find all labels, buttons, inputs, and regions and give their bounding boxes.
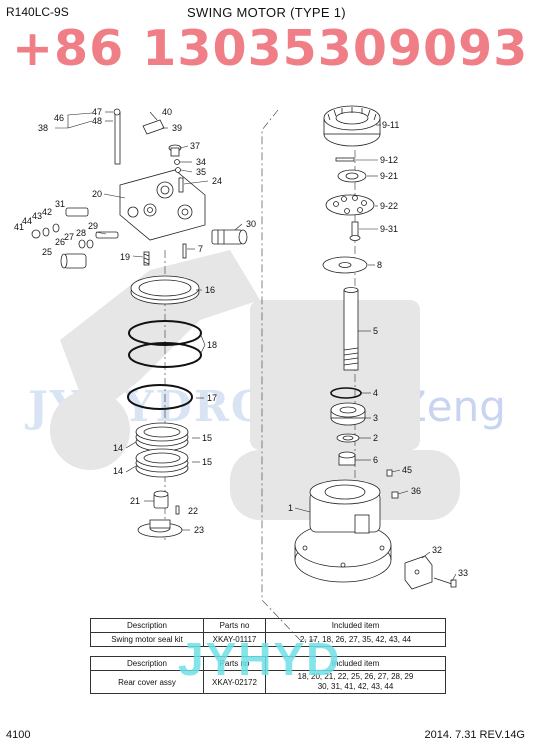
callout: 15	[202, 457, 212, 467]
callout: 29	[88, 221, 98, 231]
callout: 47	[92, 107, 102, 117]
spring-19-pin-7	[143, 243, 187, 266]
callout: 48	[92, 116, 102, 126]
callout: 39	[172, 123, 182, 133]
watermark-phone: +86 13035309093	[12, 20, 529, 77]
callout: 5	[373, 326, 378, 336]
callout: 9-31	[380, 224, 398, 234]
callout-labels: 47 46 48 38 40 39 37 34 35 24 20 31 42 4…	[14, 107, 468, 578]
ball-guide-9-21	[337, 169, 367, 183]
callout: 37	[190, 141, 200, 151]
callout: 6	[373, 455, 378, 465]
callout: 18	[207, 340, 217, 350]
callout: 19	[120, 252, 130, 262]
callout: 2	[373, 433, 378, 443]
callout: 7	[198, 244, 203, 254]
callout: 41	[14, 222, 24, 232]
plate-40	[142, 119, 165, 135]
drive-shaft-5	[343, 287, 359, 371]
cylinder-block-9-11	[323, 105, 381, 147]
callout: 8	[377, 260, 382, 270]
bushing-6	[338, 451, 356, 466]
callout: 20	[92, 189, 102, 199]
callout: 44	[22, 216, 32, 226]
callout: 14	[113, 443, 123, 453]
background-excavator-silhouette	[50, 250, 460, 520]
page-number: 4100	[6, 729, 31, 741]
callout: 15	[202, 433, 212, 443]
fittings-25-31	[31, 207, 119, 269]
callout: 40	[162, 107, 172, 117]
revision-date: 2014. 7.31 REV.14G	[424, 729, 525, 741]
oil-seal-2	[336, 433, 360, 443]
cell-included-item: 2, 17, 18, 26, 27, 35, 42, 43, 44	[265, 632, 446, 647]
col-header-description: Description	[90, 618, 204, 633]
callout: 38	[38, 123, 48, 133]
callout: 27	[64, 232, 74, 242]
callout: 17	[207, 393, 217, 403]
block-32-bolt-33	[404, 555, 457, 590]
included-line-2: 30, 31, 41, 42, 43, 44	[317, 682, 394, 691]
callout: 26	[55, 237, 65, 247]
watermark-bottom: JYHYD	[178, 633, 342, 685]
callout: 23	[194, 525, 204, 535]
callout: 30	[246, 219, 256, 229]
shoe-plate-8	[322, 256, 368, 274]
callout: 34	[196, 157, 206, 167]
page-title: SWING MOTOR (TYPE 1)	[187, 5, 346, 20]
callout: 9-11	[382, 120, 399, 130]
callout: 46	[54, 113, 64, 123]
col-header-included-item: Included item	[265, 618, 446, 633]
friction-plates-14-15	[135, 422, 189, 478]
callout: 45	[402, 465, 412, 475]
callout: 16	[205, 285, 215, 295]
callout: 36	[411, 486, 421, 496]
callout: 28	[76, 228, 86, 238]
callout: 35	[196, 167, 206, 177]
piston-9-31	[349, 221, 361, 241]
rear-cover-table: Description Parts no Included item Rear …	[90, 656, 446, 694]
callout: 25	[42, 247, 52, 257]
o-ring-17	[127, 384, 193, 410]
model-code: R140LC-9S	[6, 5, 69, 19]
cell-included-item: 18, 20, 21, 22, 25, 26, 27, 28, 29 30, 3…	[265, 670, 446, 694]
bearing-21-plate-23	[137, 490, 183, 538]
roller-bearing-3	[330, 402, 366, 426]
set-plate-9-22	[325, 194, 375, 216]
valve-rod-38	[113, 108, 121, 165]
callout: 14	[113, 466, 123, 476]
seal-kit-table: Description Parts no Included item Swing…	[90, 618, 446, 647]
callout: 24	[212, 176, 222, 186]
relief-valve-30	[211, 229, 248, 245]
callout: 1	[288, 503, 293, 513]
cell-parts-no: XKAY-02172	[203, 670, 266, 694]
callout: 22	[188, 506, 198, 516]
callout: 31	[55, 199, 65, 209]
plugs-37-34-35	[168, 144, 184, 193]
callout: 43	[32, 211, 42, 221]
callout: 33	[458, 568, 468, 578]
brake-piston-16	[130, 275, 200, 305]
callout: 3	[373, 413, 378, 423]
spring-9-12	[335, 157, 355, 162]
callout: 42	[42, 207, 52, 217]
callout: 4	[373, 388, 378, 398]
col-header-parts-no: Parts no	[203, 618, 266, 633]
callout: 9-21	[380, 171, 398, 181]
included-line-1: 18, 20, 21, 22, 25, 26, 27, 28, 29	[297, 672, 414, 681]
cell-description: Rear cover assy	[90, 670, 204, 694]
leader-lines	[55, 111, 457, 582]
callout: 32	[432, 545, 442, 555]
o-rings-18	[128, 320, 202, 368]
callout: 9-22	[380, 201, 398, 211]
callout: 9-12	[380, 155, 398, 165]
plug-45	[386, 469, 393, 477]
rear-cover-block	[119, 169, 206, 241]
motor-casing-1	[294, 479, 399, 583]
callout: 21	[130, 496, 140, 506]
